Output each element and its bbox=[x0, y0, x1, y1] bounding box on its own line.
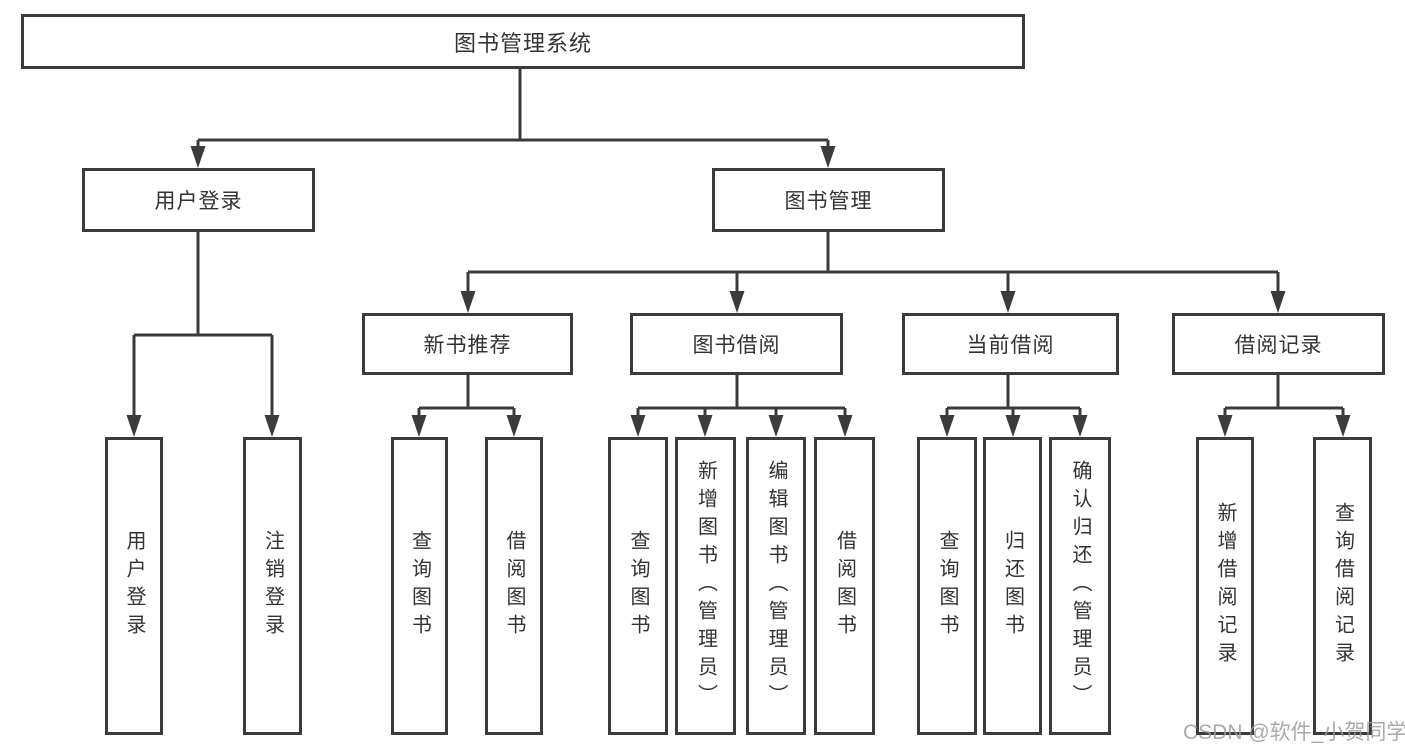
leaf-newbook-borrow-books: 借阅图书 bbox=[485, 437, 543, 735]
leaf-records-query-record: 查询借阅记录 bbox=[1313, 437, 1372, 735]
arrowhead-leaf-bb-edit bbox=[768, 415, 784, 437]
arrowhead-leaf-cb-confirm bbox=[1072, 415, 1088, 437]
leaf-borrowing-edit-books-admin: 编辑图书（管理员） bbox=[746, 437, 806, 735]
node-current-borrowing: 当前借阅 bbox=[902, 313, 1119, 375]
arrowhead-leaf-bb-query bbox=[630, 415, 646, 437]
arrowhead-leaf-bb-add bbox=[697, 415, 713, 437]
arrowhead-borrow-record bbox=[1270, 291, 1286, 313]
node-book-borrowing: 图书借阅 bbox=[630, 313, 843, 375]
arrowhead-leaf-cb-query bbox=[939, 415, 955, 437]
leaf-user-login: 用户登录 bbox=[105, 437, 163, 735]
connector-book-borrow-to-leaves bbox=[630, 375, 853, 437]
arrowhead-leaf-nb-query bbox=[411, 415, 427, 437]
connector-new-book-to-leaves bbox=[411, 375, 522, 437]
leaf-newbook-query-books: 查询图书 bbox=[391, 437, 448, 735]
arrowhead-leaf-br-add bbox=[1217, 415, 1233, 437]
leaf-logout: 注销登录 bbox=[243, 437, 302, 735]
arrowhead-leaf-cb-return bbox=[1005, 415, 1021, 437]
arrowhead-book-borrow bbox=[729, 291, 745, 313]
leaf-current-query-books: 查询图书 bbox=[917, 437, 977, 735]
arrowhead-current-borrow bbox=[1000, 291, 1016, 313]
connector-current-borrow-to-leaves bbox=[939, 375, 1088, 437]
csdn-watermark: CSDN @软件_小贺同学 bbox=[1183, 721, 1405, 744]
leaf-borrowing-borrow-books: 借阅图书 bbox=[814, 437, 875, 735]
leaf-current-return-books: 归还图书 bbox=[983, 437, 1042, 735]
arrowhead-new-book bbox=[460, 291, 476, 313]
node-book-management: 图书管理 bbox=[712, 168, 945, 232]
node-new-book-recommend: 新书推荐 bbox=[362, 313, 573, 375]
connector-book-mgmt-to-level3 bbox=[460, 232, 1286, 313]
leaf-borrowing-query-books: 查询图书 bbox=[608, 437, 668, 735]
leaf-borrowing-add-books-admin: 新增图书（管理员） bbox=[675, 437, 736, 735]
connector-root-to-level2 bbox=[190, 69, 836, 168]
node-user-login: 用户登录 bbox=[82, 168, 315, 232]
node-borrow-records: 借阅记录 bbox=[1172, 313, 1385, 375]
leaf-records-add-record: 新增借阅记录 bbox=[1196, 437, 1254, 735]
leaf-current-confirm-return-admin: 确认归还（管理员） bbox=[1049, 437, 1111, 735]
arrowhead-leaf-logout bbox=[264, 415, 280, 437]
connector-user-login-to-leaves bbox=[126, 232, 280, 437]
arrowhead-leaf-bb-borrow bbox=[837, 415, 853, 437]
node-root-system: 图书管理系统 bbox=[21, 14, 1025, 69]
arrowhead-book-mgmt bbox=[820, 146, 836, 168]
arrowhead-leaf-nb-borrow bbox=[506, 415, 522, 437]
arrowhead-user-login bbox=[190, 146, 206, 168]
arrowhead-leaf-user-login bbox=[126, 415, 142, 437]
connector-borrow-record-to-leaves bbox=[1217, 375, 1351, 437]
arrowhead-leaf-br-query bbox=[1335, 415, 1351, 437]
